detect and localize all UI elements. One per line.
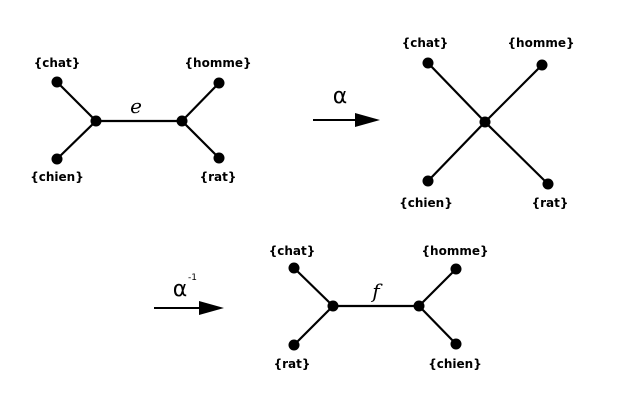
tree-3-label-homme: {homme}: [421, 244, 488, 258]
alpha-inverse-superscript: -1: [188, 273, 197, 283]
tree-2-label-chat: {chat}: [402, 36, 449, 50]
tree-3-edge-label: f: [370, 279, 383, 303]
tree-2-center-node: [479, 116, 491, 128]
tree-1-label-rat: {rat}: [200, 170, 237, 184]
tree-2: {chat} {homme} {chien} {rat}: [399, 36, 574, 210]
alpha-arrow-head: [355, 113, 380, 127]
tree-1-leaf-chien: [51, 153, 63, 165]
tree-2-label-rat: {rat}: [532, 196, 569, 210]
tree-3: {chat} {homme} {rat} {chien} f: [269, 244, 489, 371]
tree-1: {chat} {homme} {chien} {rat} e: [30, 56, 251, 184]
tree-3-leaf-chien: [450, 338, 462, 350]
tree-3-label-chien: {chien}: [428, 357, 482, 371]
tree-2-edge-homme: [484, 64, 543, 123]
tree-2-leaf-chat: [422, 57, 434, 69]
tree-1-internal-node-left: [90, 115, 102, 127]
alpha-inverse-label: α: [173, 277, 188, 302]
tree-1-label-homme: {homme}: [184, 56, 251, 70]
tree-2-label-chien: {chien}: [399, 196, 453, 210]
tree-3-edge-chat: [293, 267, 334, 307]
tree-2-edge-chat: [427, 62, 486, 123]
tree-3-edge-rat: [293, 305, 334, 346]
tree-1-leaf-chat: [51, 76, 63, 88]
tree-1-leaf-homme: [213, 77, 225, 89]
tree-1-leaf-rat: [213, 152, 225, 164]
tree-3-leaf-rat: [288, 339, 300, 351]
tree-1-edge-homme: [181, 82, 220, 122]
tree-2-edge-rat: [484, 121, 549, 185]
operation-alpha: α: [313, 84, 380, 127]
tree-1-label-chat: {chat}: [34, 56, 81, 70]
tree-3-leaf-chat: [288, 262, 300, 274]
tree-2-leaf-chien: [422, 175, 434, 187]
tree-2-leaf-rat: [542, 178, 554, 190]
tree-1-internal-node-right: [176, 115, 188, 127]
tree-1-edge-chien: [56, 120, 97, 160]
tree-1-label-chien: {chien}: [30, 170, 84, 184]
alpha-inverse-arrow-head: [199, 301, 224, 315]
tree-2-leaf-homme: [536, 59, 548, 71]
operation-alpha-inverse: α -1: [154, 273, 224, 315]
tree-2-label-homme: {homme}: [507, 36, 574, 50]
tree-3-leaf-homme: [450, 263, 462, 275]
alpha-label: α: [333, 84, 348, 109]
tree-2-edge-chien: [427, 121, 486, 182]
tree-3-edge-chien: [418, 305, 457, 345]
tree-1-edge-rat: [181, 120, 220, 159]
tree-1-edge-label: e: [130, 94, 142, 118]
tree-3-label-chat: {chat}: [269, 244, 316, 258]
tree-3-label-rat: {rat}: [274, 357, 311, 371]
tree-1-edge-chat: [56, 81, 97, 122]
tree-3-internal-node-right: [413, 300, 425, 312]
tree-3-edge-homme: [418, 268, 457, 307]
tree-3-internal-node-left: [327, 300, 339, 312]
